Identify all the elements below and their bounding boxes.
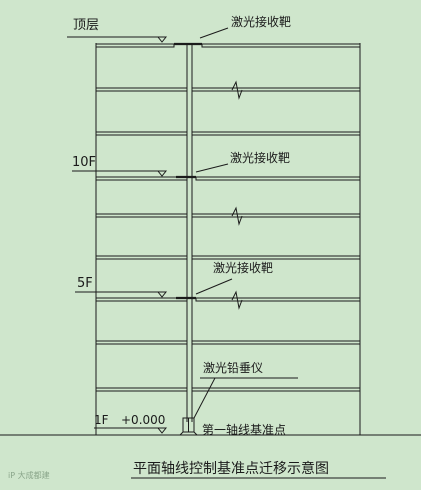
level-marker-1f [94,427,168,434]
slab-right-5f [195,297,361,302]
label-elevation: +0.000 [121,413,165,427]
slab-left [95,340,188,345]
label-floor-1: 1F [94,413,109,427]
slab-right [191,387,361,392]
label-laser-plumb: 激光铅垂仪 [203,361,263,375]
label-floor-5: 5F [77,276,93,291]
slab-right [191,87,361,92]
leader-target-5f [195,278,233,295]
slab-right [191,340,361,345]
slab-left-5f [95,297,188,302]
laser-plumb-instrument [179,417,198,436]
break-mark [231,206,243,226]
label-laser-target-top: 激光接收靶 [231,14,291,29]
watermark: iP 大成都建 [8,470,50,480]
slab-left [95,213,188,218]
break-mark [231,80,243,100]
level-marker-top [67,36,168,43]
slab-left [95,131,188,136]
slab-left [95,255,188,260]
label-laser-target-10f: 激光接收靶 [230,150,290,165]
slab-left [95,387,188,392]
slab-right-top [201,43,361,48]
label-floor-10: 10F [72,155,96,170]
leader-target-10f [195,163,229,173]
slab-right [191,255,361,260]
slab-right [191,131,361,136]
label-top-floor: 顶层 [73,18,99,33]
label-laser-target-5f: 激光接收靶 [213,260,273,275]
break-mark [231,290,243,310]
slab-right-10f [195,176,361,181]
floor-slabs-right [191,43,361,392]
leader-target-top [199,27,229,39]
slab-left [95,87,188,92]
slab-right [191,213,361,218]
slab-left-top [95,43,175,48]
floor-slabs-left [95,43,188,392]
level-marker-10f [72,170,168,177]
level-marker-5f [75,291,168,298]
slab-left-10f [95,176,188,181]
leader-plumb [193,377,216,419]
caption: 平面轴线控制基准点迁移示意图 [133,460,329,477]
label-base-point: 第一轴线基准点 [202,422,286,437]
